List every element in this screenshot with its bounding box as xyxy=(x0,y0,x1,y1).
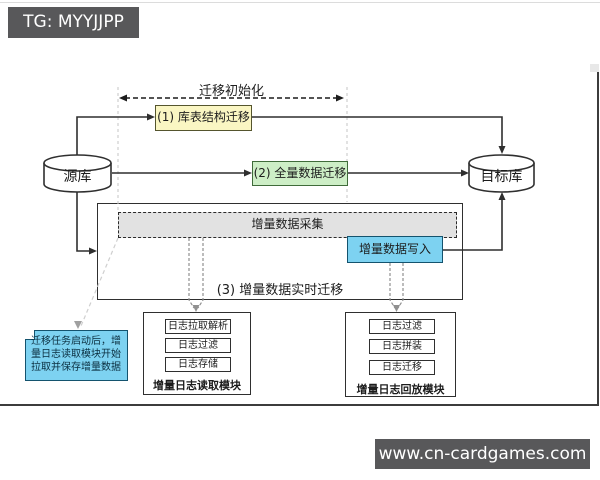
scrollbar-thumb[interactable] xyxy=(590,64,599,72)
log-assemble-box: 日志拼装 xyxy=(369,339,435,354)
incremental-write-box: 增量数据写入 xyxy=(347,236,443,263)
log-replay-module: 日志过滤 日志拼装 日志迁移 增量日志回放模块 xyxy=(345,312,456,397)
canvas-bottom-border xyxy=(0,404,599,406)
log-filter2-box: 日志过滤 xyxy=(369,319,435,334)
folded-corner-icon xyxy=(24,329,35,340)
watermark-top-badge: TG: MYYJJPP xyxy=(8,7,139,38)
canvas-right-border xyxy=(597,72,599,405)
log-store-box: 日志存储 xyxy=(165,357,231,372)
step2-full-data-migration-box: (2) 全量数据迁移 xyxy=(252,161,348,186)
init-phase-label: 迁移初始化 xyxy=(198,84,264,99)
log-migrate-box: 日志迁移 xyxy=(369,360,435,375)
step1-schema-migration-box: (1) 库表结构迁移 xyxy=(155,105,252,131)
log-pull-parse-box: 日志拉取解析 xyxy=(165,319,231,334)
target-db-label: 目标库 xyxy=(480,169,523,185)
note-text: 迁移任务启动后，增量日志读取模块开始拉取并保存增量数据 xyxy=(31,336,121,373)
log-replay-module-title: 增量日志回放模块 xyxy=(356,383,445,396)
note-pointer-icon xyxy=(74,321,82,329)
log-reader-module-title: 增量日志读取模块 xyxy=(153,379,241,392)
watermark-bottom-badge: www.cn-cardgames.com xyxy=(375,439,590,469)
log-filter-box: 日志过滤 xyxy=(165,338,231,353)
funnel-arrowheads xyxy=(192,305,400,312)
incremental-collect-box: 增量数据采集 xyxy=(118,212,457,238)
log-reader-module: 日志拉取解析 日志过滤 日志存储 增量日志读取模块 xyxy=(143,312,251,395)
note-box: 迁移任务启动后，增量日志读取模块开始拉取并保存增量数据 xyxy=(24,329,128,381)
step3-realtime-migration-label: (3) 增量数据实时迁移 xyxy=(216,283,344,298)
top-hairline xyxy=(0,2,600,3)
source-db-label: 源库 xyxy=(63,169,92,185)
